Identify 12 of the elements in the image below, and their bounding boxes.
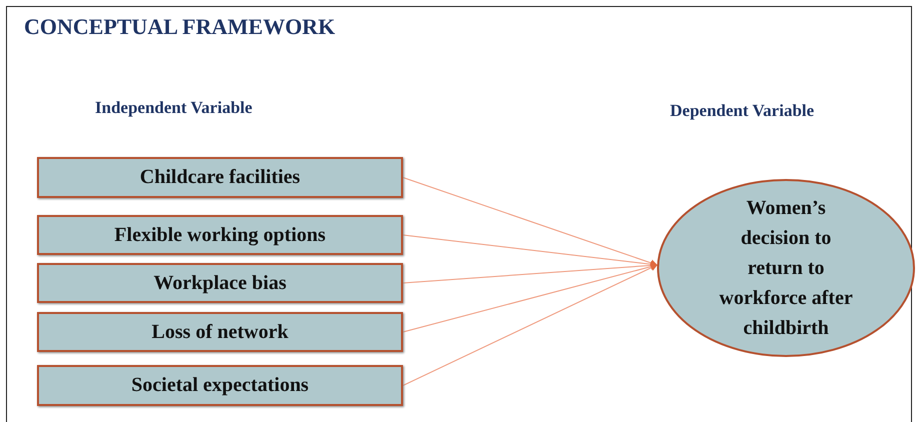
node-text: Women’s decision to return to workforce after childbirth [718, 196, 854, 341]
arrow [402, 264, 658, 386]
group-heading: Dependent Variable [670, 101, 814, 121]
group-heading: Independent Variable [95, 98, 252, 118]
title: CONCEPTUAL FRAMEWORK [24, 14, 336, 40]
variable-box: Flexible working options [37, 215, 403, 255]
arrow [402, 177, 658, 266]
variable-box: Loss of network [37, 312, 403, 352]
variable-box: Childcare facilities [37, 157, 403, 198]
arrow [402, 263, 658, 332]
variable-box: Societal expectations [37, 365, 403, 406]
variable-box: Workplace bias [37, 263, 403, 303]
